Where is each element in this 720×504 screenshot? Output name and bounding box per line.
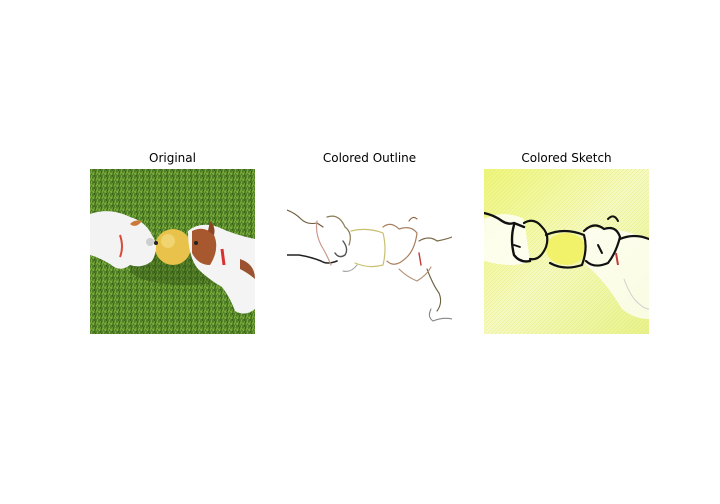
colored-sketch-title: Colored Sketch [521,151,612,165]
colored-sketch-panel: Colored Sketch [484,150,649,334]
colored-sketch-image [484,169,649,334]
original-title: Original [149,151,196,165]
colored-outline-title: Colored Outline [322,151,417,165]
original-image [90,169,255,334]
original-panel: Original [90,150,255,334]
colored-outline-panel: Colored Outline [287,150,452,334]
colored-outline-image [287,169,452,334]
